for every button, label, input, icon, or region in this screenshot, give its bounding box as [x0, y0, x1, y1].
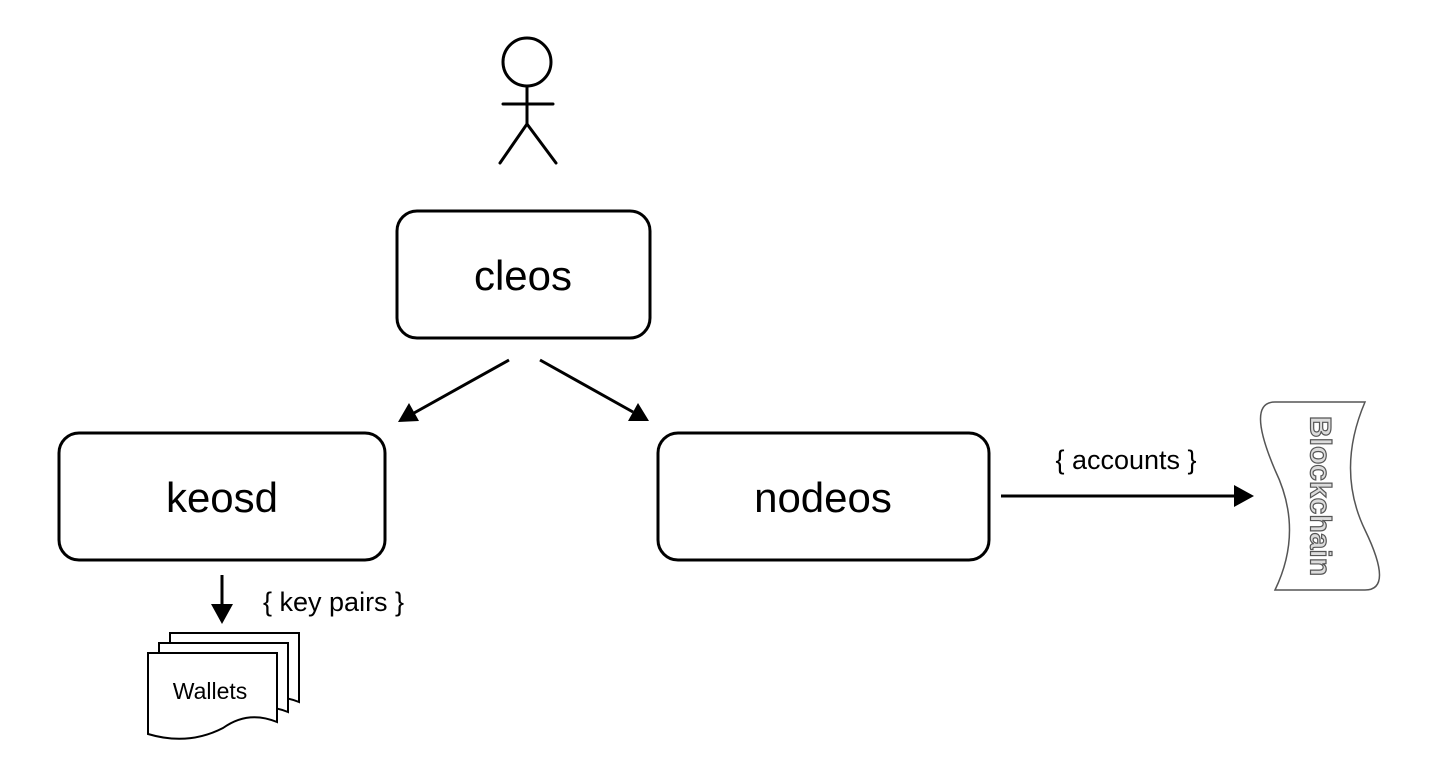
- wallets-stacked-documents-icon: Wallets: [147, 632, 300, 740]
- nodeos-label: nodeos: [754, 474, 892, 521]
- wallets-label: Wallets: [173, 678, 248, 704]
- arrow-keosd-to-wallets: [211, 575, 233, 624]
- cleos-label: cleos: [474, 252, 572, 299]
- arrow-cleos-to-keosd: [398, 358, 510, 422]
- arrow-nodeos-to-blockchain: [1001, 485, 1254, 507]
- key-pairs-label: { key pairs }: [263, 587, 404, 617]
- keosd-label: keosd: [166, 474, 278, 521]
- cleos-node: cleos: [395, 209, 652, 340]
- user-stick-figure-icon: [498, 36, 558, 165]
- nodeos-node: nodeos: [656, 431, 991, 562]
- blockchain-scroll-icon: Blockchain: [1259, 401, 1381, 591]
- accounts-label: { accounts }: [1055, 445, 1196, 475]
- arrow-cleos-to-nodeos: [539, 358, 649, 421]
- keosd-node: keosd: [57, 431, 387, 562]
- blockchain-label: Blockchain: [1304, 416, 1337, 576]
